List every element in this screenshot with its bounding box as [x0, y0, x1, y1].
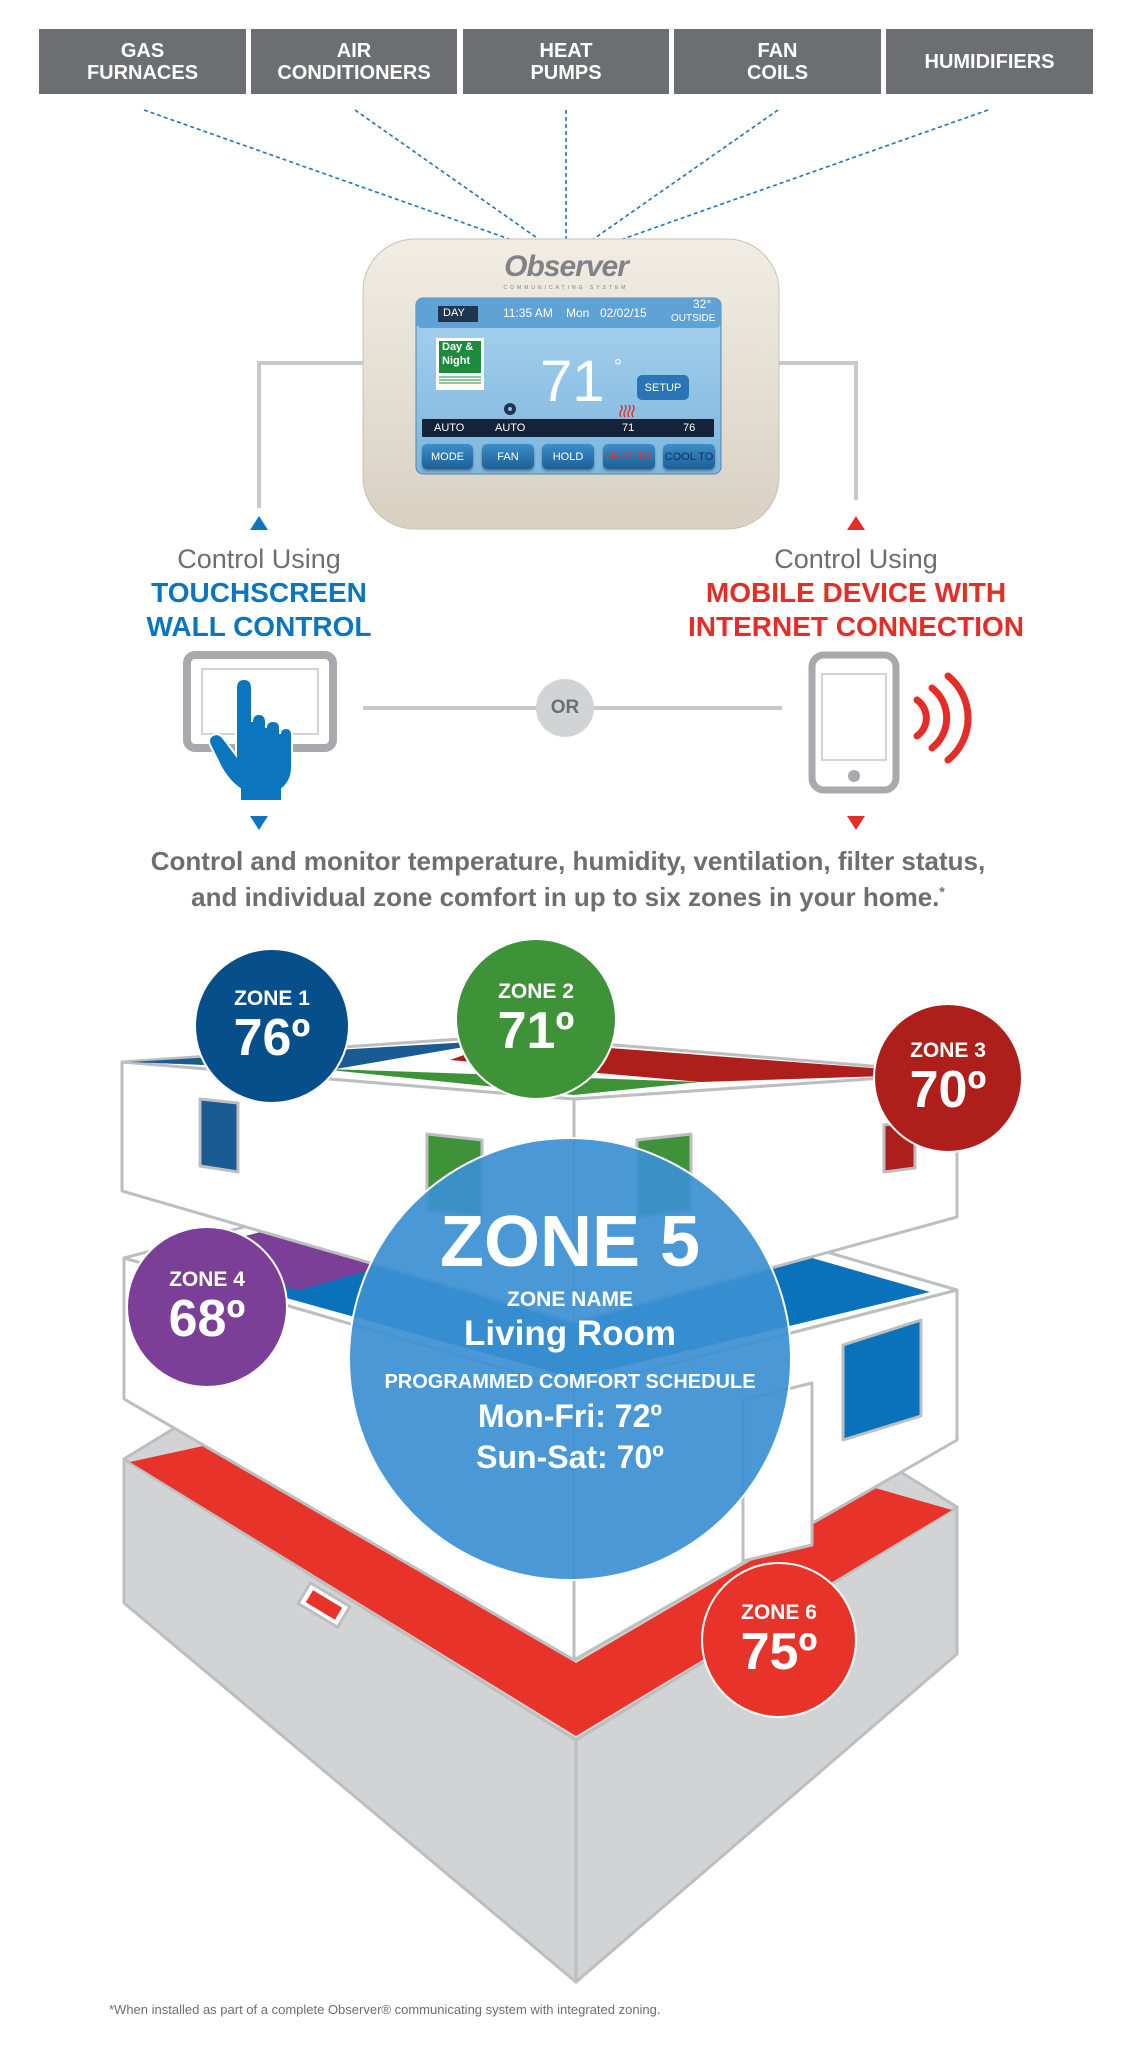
- connection-lines: [143, 109, 989, 241]
- equipment-air-conditioners: AIR CONDITIONERS: [251, 29, 457, 94]
- arrow-down-red-icon: [847, 816, 865, 830]
- description-line-2-text: and individual zone comfort in up to six…: [191, 882, 940, 912]
- zone-name-label: ZONE NAME: [507, 1288, 633, 1311]
- touchscreen-tablet-icon: [183, 651, 337, 752]
- or-label: OR: [550, 697, 580, 718]
- fan-icon: [504, 403, 516, 415]
- zone-label: ZONE 1: [234, 987, 310, 1010]
- zone-temperature: 71º: [497, 1002, 575, 1060]
- outside-label: OUTSIDE: [671, 313, 716, 324]
- fan-status: AUTO: [495, 422, 526, 434]
- arrow-down-blue-icon: [250, 816, 268, 830]
- status-bar: [422, 419, 714, 437]
- description-line-1: Control and monitor temperature, humidit…: [150, 846, 986, 876]
- left-option-title-1: TOUCHSCREEN: [151, 577, 367, 608]
- asterisk: *: [939, 883, 945, 900]
- cool-to-button[interactable]: COOL TO: [663, 444, 715, 469]
- window: [198, 1097, 240, 1174]
- window: [841, 1318, 923, 1442]
- screen-top-bar: [416, 298, 721, 328]
- schedule-weekend: Sun-Sat: 70º: [476, 1439, 664, 1475]
- mode-badge: DAY: [443, 307, 465, 319]
- mode-status: AUTO: [434, 422, 465, 434]
- zone-label: ZONE 6: [741, 1601, 817, 1624]
- zone-5-label: ZONE 5: [439, 1202, 701, 1282]
- equipment-heat-pumps: HEAT PUMPS: [463, 29, 669, 94]
- logo-day: Day &: [442, 341, 474, 353]
- zone-5-detail: ZONE 5 ZONE NAME Living Room PROGRAMMED …: [348, 1137, 792, 1581]
- setup-button[interactable]: SETUP: [644, 382, 682, 394]
- zone-temperature: 70º: [909, 1061, 987, 1119]
- wireless-signal-icon: [913, 672, 972, 764]
- footnote: *When installed as part of a complete Ob…: [109, 2002, 661, 2017]
- heat-icon: [619, 404, 635, 418]
- right-option-intro: Control Using: [774, 544, 938, 574]
- observer-logo: Observer: [504, 250, 629, 283]
- left-option-intro: Control Using: [177, 544, 341, 574]
- schedule-weekday: Mon-Fri: 72º: [477, 1398, 663, 1434]
- degree-symbol: °: [614, 356, 622, 378]
- zone-temperature: 68º: [168, 1290, 246, 1348]
- zone-label: ZONE 2: [498, 980, 574, 1003]
- cool-setpoint: 76: [683, 422, 696, 434]
- observer-logo-sub: COMMUNICATING SYSTEM: [503, 285, 629, 291]
- right-option-title-1: MOBILE DEVICE WITH: [705, 577, 1007, 608]
- arrow-up-blue-icon: [250, 516, 268, 530]
- hand-pointer-icon: [208, 677, 293, 802]
- hold-button[interactable]: HOLD: [542, 444, 594, 469]
- zone-label: ZONE 3: [910, 1039, 986, 1062]
- fan-button[interactable]: FAN: [482, 444, 534, 469]
- or-divider: [536, 679, 594, 737]
- heat-to-button[interactable]: HEAT TO: [603, 444, 655, 469]
- mode-button[interactable]: MODE: [422, 444, 473, 469]
- equipment-fan-coils: FAN COILS: [674, 29, 881, 94]
- right-option-title-2: INTERNET CONNECTION: [688, 611, 1024, 642]
- equipment-humidifiers: HUMIDIFIERS: [886, 29, 1093, 94]
- setup-button-bg: [637, 375, 689, 400]
- equipment-gas-furnaces: GAS FURNACES: [39, 29, 246, 94]
- logo-night: Night: [442, 355, 471, 367]
- current-temperature: 71: [540, 349, 605, 414]
- mobile-phone-icon: [808, 651, 900, 794]
- outside-temp: 32°: [693, 297, 712, 311]
- zone-temperature: 75º: [740, 1623, 818, 1681]
- zone-temperature: 76º: [233, 1009, 311, 1067]
- schedule-label: PROGRAMMED COMFORT SCHEDULE: [384, 1371, 756, 1393]
- day-badge-bg: [438, 306, 478, 322]
- description-line-2: and individual zone comfort in up to six…: [191, 882, 945, 913]
- time: 11:35 AM: [503, 306, 553, 320]
- arrow-up-red-icon: [847, 516, 865, 530]
- day: Mon: [566, 306, 590, 320]
- zone-name: Living Room: [464, 1314, 676, 1353]
- date: 02/02/15: [600, 306, 647, 320]
- heat-setpoint: 71: [622, 422, 635, 434]
- left-option-title-2: WALL CONTROL: [146, 611, 372, 642]
- zone-label: ZONE 4: [169, 1268, 245, 1291]
